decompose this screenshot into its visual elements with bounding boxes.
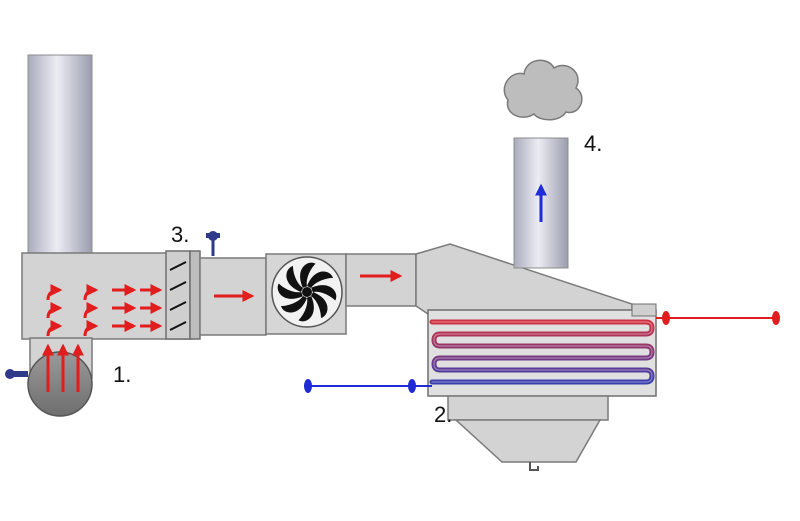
label-burner: 1. — [113, 362, 132, 387]
fan — [265, 253, 347, 335]
fan-icon — [277, 262, 337, 322]
duct-to-fan — [199, 257, 267, 336]
smoke-cloud-icon — [503, 59, 583, 121]
hopper — [447, 395, 609, 471]
hot-arrows-chamber — [46, 284, 163, 337]
cold-water-inlet — [304, 379, 432, 393]
burner-sphere — [5, 351, 93, 417]
stack-right — [513, 137, 569, 269]
hot-water-outlet — [656, 311, 780, 325]
combustion-box — [21, 252, 193, 379]
chimney-left — [27, 54, 93, 256]
hot-arrows-up — [42, 343, 84, 392]
label-damper: 3. — [171, 222, 190, 247]
label-heat-exchanger: 2. — [434, 402, 453, 427]
label-exhaust-stack: 4. — [584, 131, 603, 156]
duct-after-fan — [345, 253, 417, 307]
damper — [165, 231, 220, 340]
heat-exchanger — [427, 303, 657, 397]
